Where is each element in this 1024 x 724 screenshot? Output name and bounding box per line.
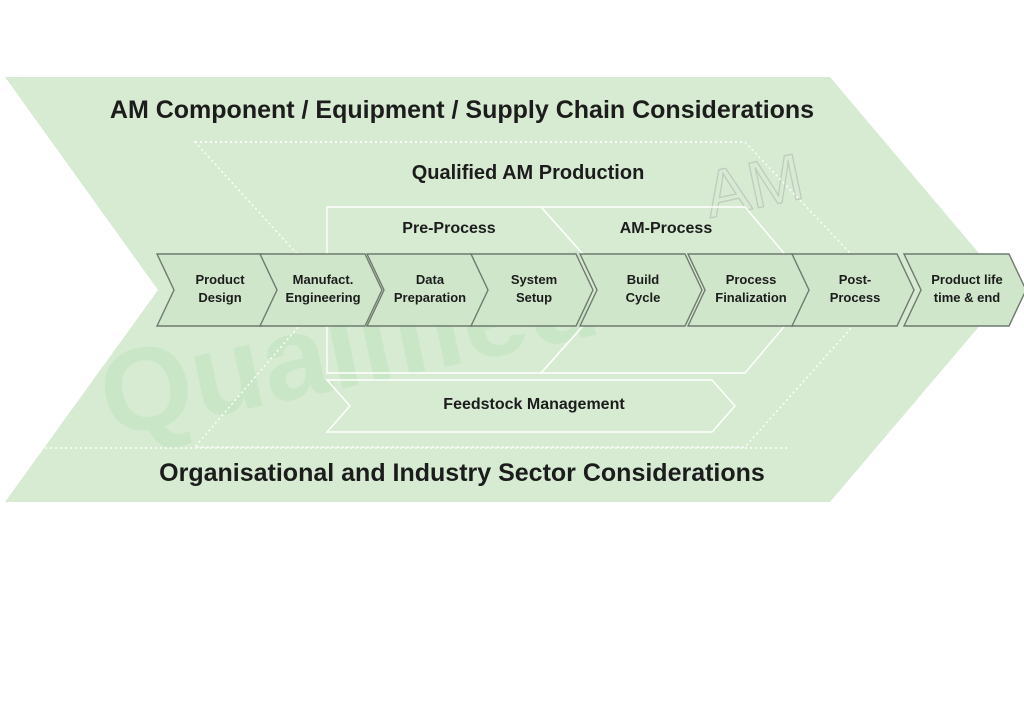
- step-label-line: Setup: [516, 290, 552, 305]
- outer-bottom-label: Organisational and Industry Sector Consi…: [159, 459, 765, 487]
- step-chevron-product-life: [902, 253, 1024, 327]
- step-label-line: Cycle: [626, 290, 661, 305]
- step-label-line: Finalization: [715, 290, 787, 305]
- step-label-line: Post-: [839, 272, 872, 287]
- step-label-line: Design: [198, 290, 241, 305]
- step-label-line: Product life: [931, 272, 1003, 287]
- step-label-line: Data: [416, 272, 445, 287]
- step-label-manufact-engineering: Manufact. Engineering: [285, 272, 360, 305]
- step-chevron-post-process: [790, 253, 915, 327]
- feedstock-arrow: [325, 379, 736, 433]
- step-chevron-system-setup: [469, 253, 594, 327]
- step-label-line: Process: [726, 272, 777, 287]
- outer-top-label: AM Component / Equipment / Supply Chain …: [110, 96, 814, 124]
- step-label-line: Preparation: [394, 290, 466, 305]
- step-label-line: Manufact.: [293, 272, 354, 287]
- step-label-line: Process: [830, 290, 881, 305]
- step-label-post-process: Post- Process: [830, 272, 881, 305]
- step-label-line: System: [511, 272, 557, 287]
- step-chevron-build-cycle: [578, 253, 703, 327]
- qualified-production-label: Qualified AM Production: [412, 162, 645, 184]
- step-chevron-manufact-engineering: [258, 253, 383, 327]
- am-process-label: AM-Process: [620, 220, 713, 237]
- pre-process-label: Pre-Process: [402, 220, 495, 237]
- step-label-line: Engineering: [285, 290, 360, 305]
- step-label-line: time & end: [934, 290, 1001, 305]
- step-label-product-life: Product life time & end: [931, 272, 1003, 305]
- step-label-line: Build: [627, 272, 660, 287]
- feedstock-label: Feedstock Management: [443, 396, 625, 413]
- step-label-line: Product: [195, 272, 245, 287]
